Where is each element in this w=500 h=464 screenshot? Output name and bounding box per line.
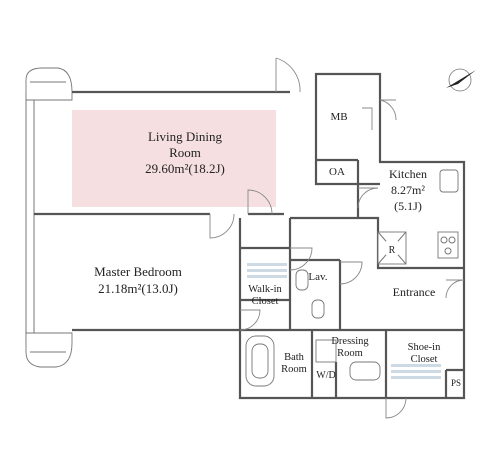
master-bedroom-area: 21.18m²(13.0J)	[98, 281, 178, 296]
walk-in-closet-label-line1: Walk-in	[248, 284, 282, 295]
kitchen-name: Kitchen	[389, 167, 427, 181]
walk-in-closet-label-line2: Closet	[252, 296, 279, 307]
pipe-space-label: PS	[451, 378, 461, 388]
master-bedroom-name: Master Bedroom	[94, 264, 182, 279]
north-arrow-icon	[446, 68, 476, 92]
toilet-fixture	[295, 269, 309, 291]
entrance-label: Entrance	[393, 285, 436, 299]
window-wall-left	[25, 92, 35, 345]
dressing-room-label-line2: Room	[337, 348, 363, 359]
washer-fixture	[315, 339, 337, 363]
exterior-wall	[72, 72, 466, 400]
shoe-in-closet-label-line1: Shoe-in	[408, 342, 441, 353]
vanity-sink-fixture	[349, 361, 381, 381]
walk-in-closet-hatch	[247, 263, 287, 278]
shoe-in-closet-hatch	[391, 364, 441, 379]
kitchen-area: 8.27m²	[391, 183, 425, 197]
living-dining-highlight	[72, 110, 276, 207]
fridge-space	[377, 231, 407, 265]
fixtures	[245, 169, 459, 387]
living-dining-area: 29.60m²(18.2J)	[145, 161, 225, 176]
living-dining-name-line1: Living Dining	[148, 129, 223, 144]
kitchen-sink-fixture	[439, 169, 459, 193]
mb-label: MB	[330, 111, 347, 123]
cooktop-fixture	[437, 231, 459, 259]
shoe-in-closet-label-line2: Closet	[411, 354, 438, 365]
bath-room-label-line1: Bath	[284, 352, 305, 363]
washer-dryer-label: W/D	[316, 370, 335, 381]
kitchen-jo: (5.1J)	[394, 199, 422, 213]
living-dining-name-line2: Room	[169, 145, 201, 160]
oa-label: OA	[329, 166, 345, 178]
fridge-label: R	[389, 245, 396, 256]
window-column-top	[25, 67, 73, 101]
dressing-room-label-line1: Dressing	[331, 336, 369, 347]
doors	[209, 57, 465, 419]
core-walls	[238, 92, 464, 398]
lavatory-label: Lav.	[308, 271, 327, 283]
window-column-bottom	[25, 332, 73, 368]
bath-room-label-line2: Room	[281, 364, 307, 375]
